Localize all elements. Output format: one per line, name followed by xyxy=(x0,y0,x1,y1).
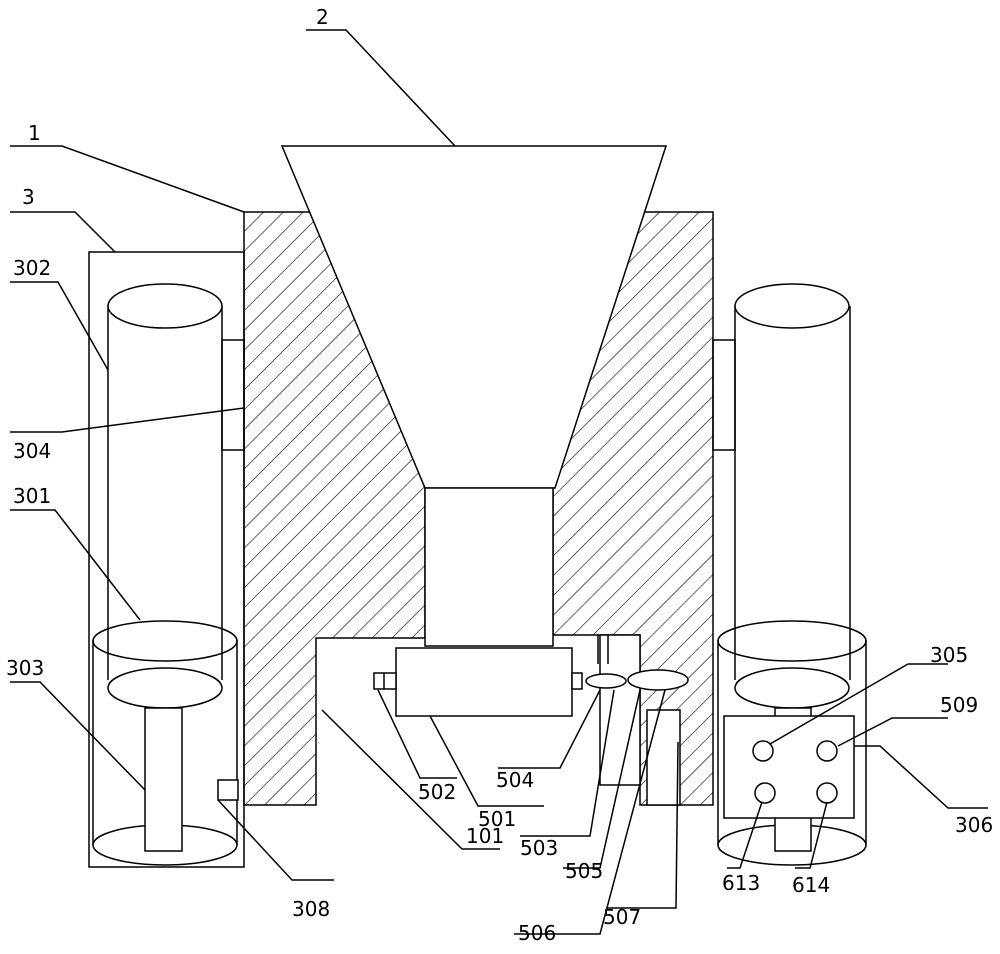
sensor-308 xyxy=(217,779,239,801)
leader-lines xyxy=(10,29,988,935)
label-1: 1 xyxy=(28,121,41,145)
label-3: 3 xyxy=(22,185,35,209)
label-504: 504 xyxy=(496,768,534,792)
gear-505 xyxy=(627,669,689,691)
label-101: 101 xyxy=(466,824,504,848)
control-box-306 xyxy=(723,715,855,819)
label-509: 509 xyxy=(940,693,978,717)
lower-chamber-wall xyxy=(599,634,641,786)
right-piston-head xyxy=(734,667,850,709)
label-507: 507 xyxy=(603,905,641,929)
label-502: 502 xyxy=(418,780,456,804)
gear-504 xyxy=(585,673,627,689)
label-506: 506 xyxy=(518,921,556,945)
label-306: 306 xyxy=(955,813,993,837)
label-505: 505 xyxy=(565,859,603,883)
hopper-neck xyxy=(424,487,554,647)
roller-501 xyxy=(395,647,573,717)
left-piston-head xyxy=(107,667,223,709)
left-cup-rim xyxy=(92,620,238,662)
shaft-end-right xyxy=(571,672,583,690)
left-frame xyxy=(88,251,245,868)
label-2: 2 xyxy=(316,5,329,29)
label-503: 503 xyxy=(520,836,558,860)
label-308: 308 xyxy=(292,897,330,921)
label-303: 303 xyxy=(6,656,44,680)
actuator-507 xyxy=(646,709,681,806)
label-501: 501 xyxy=(478,807,516,831)
right-cylinder-top xyxy=(734,283,850,329)
label-305: 305 xyxy=(930,643,968,667)
label-302: 302 xyxy=(13,256,51,280)
label-614: 614 xyxy=(792,873,830,897)
label-304: 304 xyxy=(13,439,51,463)
label-301: 301 xyxy=(13,484,51,508)
right-cup-rim xyxy=(717,620,867,662)
shaft-end-left-502 xyxy=(373,672,397,690)
left-piston-rod xyxy=(144,707,183,852)
right-bracket xyxy=(712,339,736,451)
left-cylinder-top xyxy=(107,283,223,329)
left-bracket xyxy=(221,339,245,451)
button-305 xyxy=(752,740,774,762)
button-613 xyxy=(754,782,776,804)
label-613: 613 xyxy=(722,871,760,895)
hopper-funnel xyxy=(280,145,668,489)
button-509 xyxy=(816,740,838,762)
